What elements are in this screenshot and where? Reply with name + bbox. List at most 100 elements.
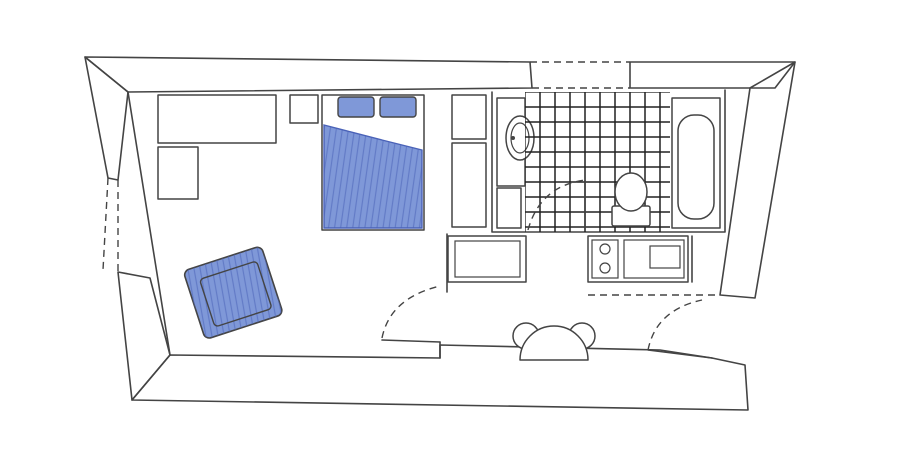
walls: [84, 56, 796, 411]
nightstand: [289, 94, 319, 124]
floor-tile: [584, 181, 601, 198]
entry-area: [381, 285, 713, 361]
kitchenette: [446, 233, 720, 296]
floor-tile: [584, 106, 601, 123]
floor-tile: [525, 181, 541, 198]
floor-tile: [599, 92, 616, 108]
floor-tile: [539, 121, 556, 138]
toilet-icon: [611, 172, 651, 227]
floor-tile: [614, 151, 631, 168]
floor-tile: [569, 196, 586, 213]
floor-tile: [554, 211, 571, 228]
floor-tile: [569, 211, 586, 228]
floor-tile: [584, 226, 601, 232]
floor-tile: [569, 136, 586, 153]
floor-tile: [525, 226, 541, 232]
floor-tile: [569, 106, 586, 123]
floor-tile: [554, 136, 571, 153]
floor-tile: [569, 181, 586, 198]
pillow-icon: [379, 96, 417, 118]
floor-tile: [539, 166, 556, 183]
fridge-cabinet: [447, 235, 527, 283]
floor-tile: [539, 211, 556, 228]
floor-tile: [525, 166, 541, 183]
floor-tile: [614, 106, 631, 123]
floor-tile: [644, 106, 661, 123]
bathroom-outline: [491, 89, 726, 233]
wall-bottom: [131, 344, 749, 411]
floor-tile: [599, 136, 616, 153]
pillow-icon: [337, 96, 375, 118]
tile-floor: [525, 92, 670, 232]
floor-tile: [554, 166, 571, 183]
door-swing-icon: [381, 285, 441, 359]
floor-tile: [644, 92, 661, 108]
wall-inner-outline: [127, 91, 171, 356]
floor-tile: [629, 226, 646, 232]
bathtub-icon: [671, 97, 721, 229]
floor-tile: [629, 106, 646, 123]
floor-tile: [659, 226, 670, 232]
shelf-unit: [496, 187, 522, 229]
double-bed-icon: [321, 94, 425, 231]
floor-tile: [599, 106, 616, 123]
bathroom: [491, 89, 726, 233]
floor-tile: [644, 226, 661, 232]
microwave-icon: [623, 239, 685, 279]
floor-tile: [554, 226, 571, 232]
wall-right: [719, 61, 796, 299]
floor-tile: [554, 151, 571, 168]
windows: [102, 61, 630, 272]
floor-tile: [525, 211, 541, 228]
floor-tile: [554, 121, 571, 138]
floor-tile: [539, 181, 556, 198]
side-table: [157, 146, 199, 200]
wardrobe-top: [451, 94, 487, 140]
floor-tile: [584, 196, 601, 213]
floor-tile: [599, 166, 616, 183]
floor-tile: [629, 92, 646, 108]
floor-tile: [644, 166, 661, 183]
floor-tile: [644, 136, 661, 153]
floor-tile: [569, 151, 586, 168]
round-table-icon: [512, 322, 596, 361]
wall-top-left: [84, 56, 533, 93]
door-swing-icon: [647, 299, 713, 359]
sideboard: [157, 94, 277, 144]
floor-tile: [614, 92, 631, 108]
floor-tile: [614, 226, 631, 232]
stove-icon: [591, 239, 619, 279]
floor-tile: [629, 136, 646, 153]
floor-tile: [614, 136, 631, 153]
floor-tile: [525, 196, 541, 213]
floor-tile: [554, 196, 571, 213]
floor-tile: [584, 136, 601, 153]
floor-tile: [584, 166, 601, 183]
sink-icon: [505, 115, 535, 161]
floor-tile: [584, 92, 601, 108]
wall-left-lower: [117, 271, 171, 401]
floor-tile: [539, 151, 556, 168]
floor-tile: [644, 151, 661, 168]
floor-tile: [629, 121, 646, 138]
floor-tile: [599, 226, 616, 232]
floor-tile: [569, 92, 586, 108]
floor-tile: [569, 121, 586, 138]
floor-tile: [554, 92, 571, 108]
wall-left-upper: [84, 56, 129, 181]
floor-tile: [584, 211, 601, 228]
floor-tile: [599, 181, 616, 198]
floor-tile: [584, 151, 601, 168]
floor-tile: [584, 121, 601, 138]
living-sleeping-area: [157, 94, 522, 339]
kitchen-counter: [587, 235, 689, 283]
floor-tile: [525, 92, 541, 108]
floor-tile: [539, 136, 556, 153]
floor-tile: [599, 151, 616, 168]
window-left-outer: [102, 177, 109, 271]
floor-tile: [569, 226, 586, 232]
armchair-icon: [183, 246, 283, 339]
floor-tile: [644, 121, 661, 138]
wall-top-right: [629, 61, 796, 89]
